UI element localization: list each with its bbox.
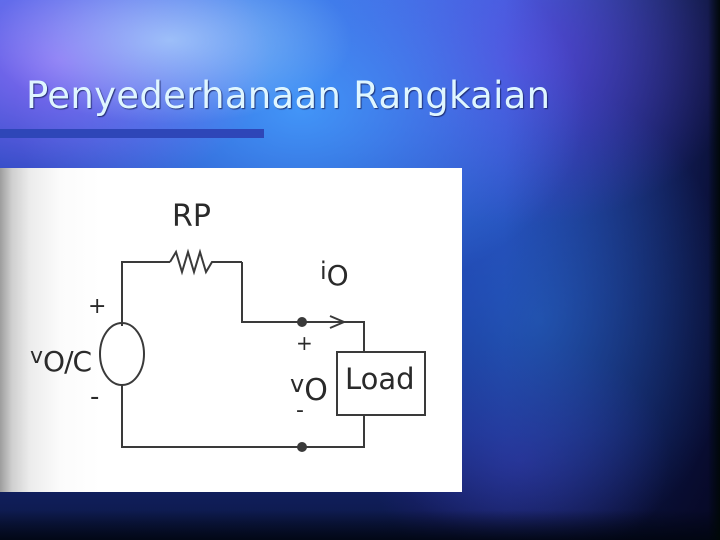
current-arrow-icon <box>329 315 347 329</box>
load-box <box>336 351 426 416</box>
output-subscript: O <box>304 373 328 408</box>
wire-terminal-to-load-bottom <box>302 415 365 448</box>
current-label: iO <box>320 256 349 290</box>
source-minus-sign: - <box>90 382 100 412</box>
wire-source-bottom <box>121 385 302 448</box>
bottom-vignette <box>0 510 720 540</box>
resistor-label: RP <box>172 199 211 234</box>
output-terminal-bottom-icon <box>297 442 307 452</box>
source-plus-sign: + <box>88 294 107 319</box>
voltage-source-icon <box>99 322 145 386</box>
source-label: vO/C <box>30 340 92 376</box>
load-label: Load <box>345 362 415 396</box>
output-minus-sign: - <box>296 398 304 423</box>
wire-source-to-resistor <box>121 261 170 326</box>
output-symbol: v <box>290 370 305 398</box>
output-terminal-top-icon <box>297 317 307 327</box>
circuit-diagram-image: RP iO + - vO/C + - vO Load <box>0 168 462 492</box>
wire-resistor-to-terminal <box>241 262 302 323</box>
circuit-wires <box>99 248 426 452</box>
output-voltage-label: vO <box>290 368 328 406</box>
source-symbol: v <box>30 344 44 369</box>
source-subscript: O/C <box>43 345 92 378</box>
right-vignette <box>708 0 720 540</box>
title-underline-bar <box>0 129 264 138</box>
slide-title: Penyederhanaan Rangkaian <box>26 74 551 117</box>
resistor-rp-icon <box>169 248 242 276</box>
current-symbol: i <box>320 257 327 285</box>
output-plus-sign: + <box>296 331 313 355</box>
current-subscript: O <box>326 259 349 292</box>
wire-terminal-to-load <box>302 321 365 352</box>
